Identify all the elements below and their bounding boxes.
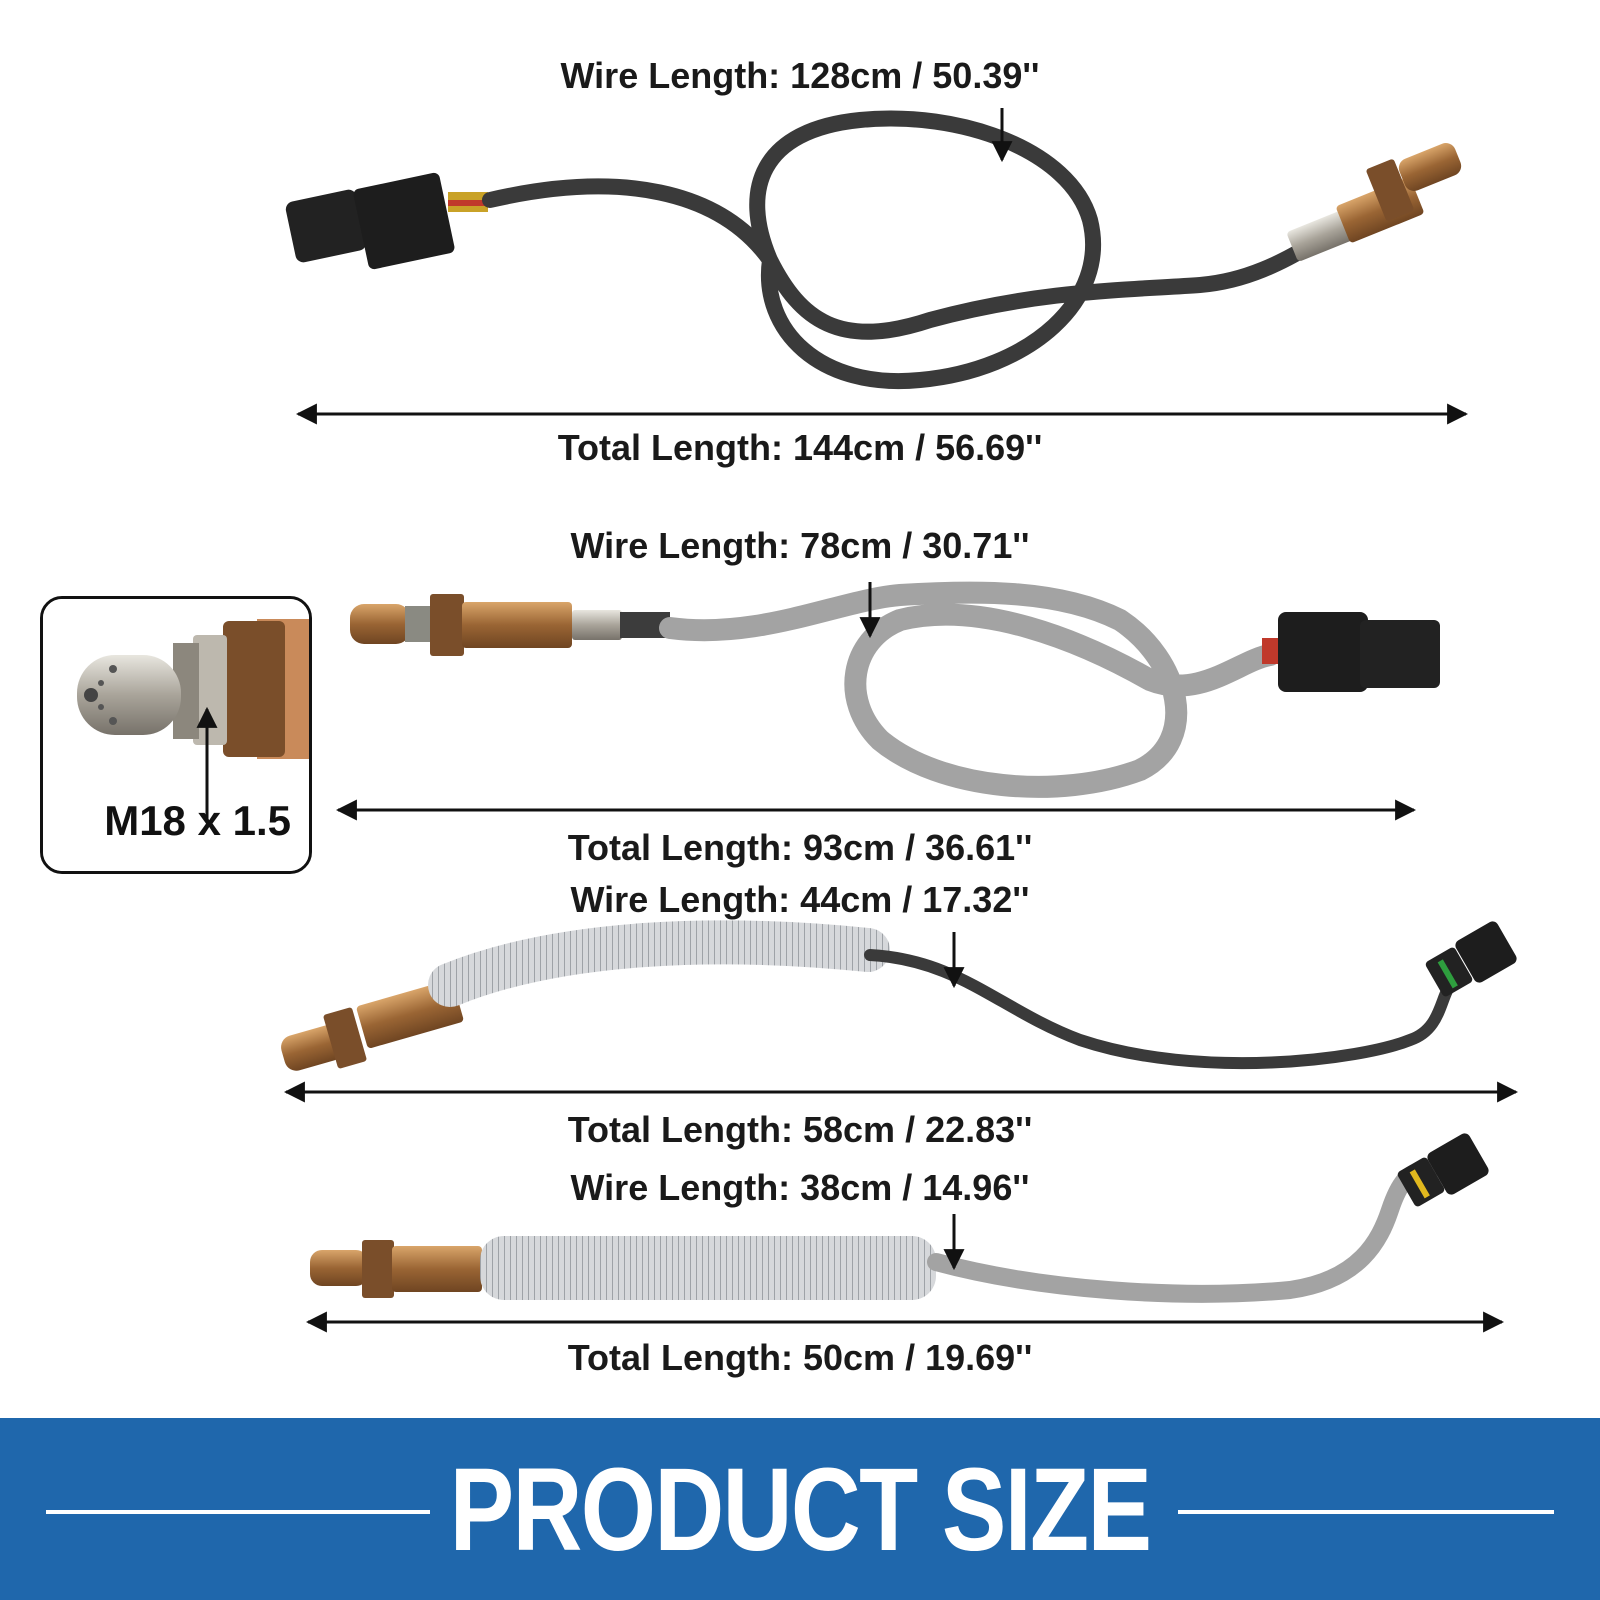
wire-length-label-1: Wire Length: 128cm / 50.39'' xyxy=(560,55,1040,96)
total-length-label-3: Total Length: 58cm / 22.83'' xyxy=(567,1109,1033,1150)
cable-3 xyxy=(864,949,1456,1070)
total-length-label-2: Total Length: 93cm / 36.61'' xyxy=(567,827,1033,868)
sensor-body-4 xyxy=(310,1240,482,1298)
cable-2 xyxy=(659,581,1281,798)
banner-rule-left xyxy=(46,1510,430,1514)
sensor-body-1 xyxy=(1287,143,1462,261)
banner-title: PRODUCT SIZE xyxy=(449,1444,1152,1576)
sensor-3 xyxy=(281,920,1519,1103)
thread-closeup xyxy=(43,599,309,871)
wire-length-label-3: Wire Length: 44cm / 17.32'' xyxy=(570,879,1030,920)
cable-4 xyxy=(927,1161,1439,1303)
wire-length-label-2: Wire Length: 78cm / 30.71'' xyxy=(570,525,1030,566)
connector-3 xyxy=(1425,921,1517,997)
total-length-label-4: Total Length: 50cm / 19.69'' xyxy=(567,1337,1033,1378)
heat-sleeve-3 xyxy=(428,920,890,1007)
connector-2 xyxy=(1262,612,1440,692)
connector-1 xyxy=(285,172,488,270)
sensor-2 xyxy=(335,581,1440,821)
thread-size-label: M18 x 1.5 xyxy=(104,797,291,844)
wire-length-label-4: Wire Length: 38cm / 14.96'' xyxy=(570,1167,1030,1208)
heat-sleeve-4 xyxy=(480,1236,936,1300)
total-length-label-1: Total Length: 144cm / 56.69'' xyxy=(557,427,1043,468)
product-size-banner: PRODUCT SIZE xyxy=(0,1418,1600,1600)
banner-rule-right xyxy=(1178,1510,1554,1514)
thread-detail-inset: M18 x 1.5 xyxy=(40,596,312,874)
sensor-4 xyxy=(305,1133,1505,1333)
cable-1 xyxy=(482,110,1338,390)
sensor-body-2 xyxy=(350,594,670,656)
sensor-1 xyxy=(285,108,1469,425)
connector-4 xyxy=(1397,1133,1489,1207)
